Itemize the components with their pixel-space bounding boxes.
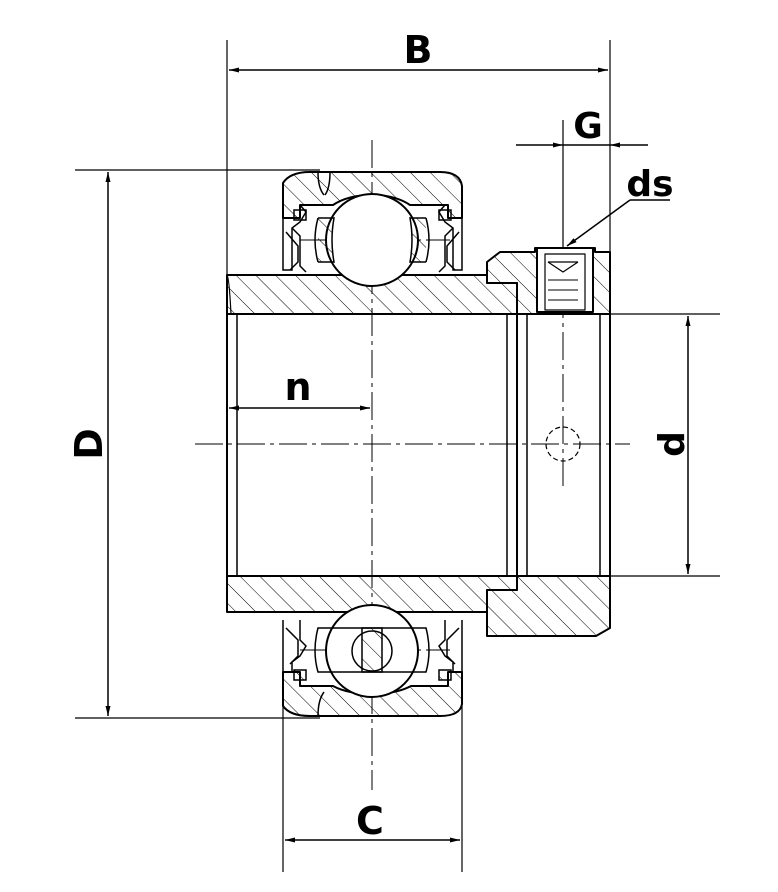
label-d: d (652, 431, 693, 457)
collar (486, 247, 611, 637)
label-ds: ds (626, 164, 673, 205)
ball-cage-upper (314, 217, 430, 263)
dimension-lines (105, 67, 691, 843)
collar-body (516, 313, 611, 577)
dim-ds-arrow (566, 199, 631, 247)
label-B: B (404, 28, 433, 72)
label-G: G (573, 106, 603, 147)
seals (282, 204, 463, 681)
label-C: C (356, 799, 384, 843)
ball-upper (325, 193, 419, 287)
ball-cage-lower (314, 627, 430, 673)
inner-ring (226, 274, 518, 613)
collar-lower (486, 575, 611, 637)
screw-hole (545, 426, 581, 462)
label-D: D (67, 428, 111, 460)
extension-lines (75, 40, 720, 872)
label-n: n (284, 365, 311, 409)
